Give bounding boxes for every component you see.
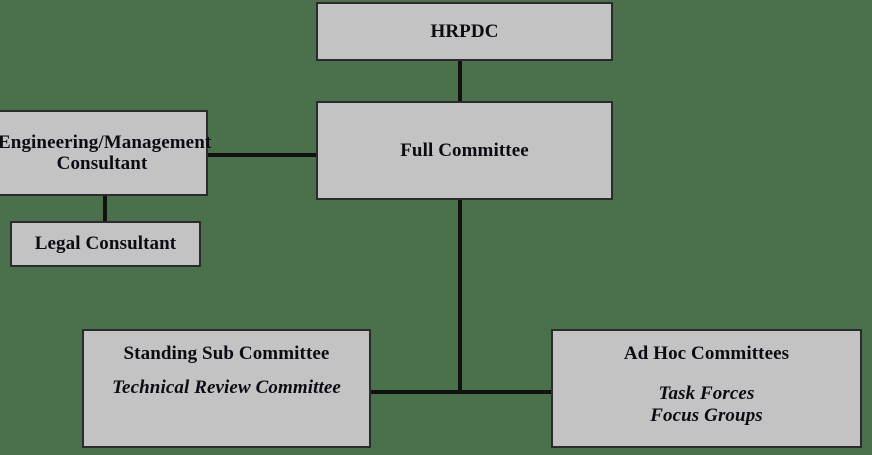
- node-ad-hoc-committees[interactable]: Ad Hoc Committees Task Forces Focus Grou…: [551, 329, 862, 448]
- node-hrpdc-title: HRPDC: [430, 20, 499, 42]
- node-ad-hoc-committees-title: Ad Hoc Committees: [623, 343, 790, 364]
- connector-engineering-consultant-to-full-committee: [205, 153, 319, 157]
- connector-standing-sub-to-ad-hoc: [369, 390, 553, 394]
- node-standing-sub-committee[interactable]: Standing Sub Committee Technical Review …: [82, 329, 371, 448]
- connector-engineering-consultant-to-legal-consultant: [103, 194, 107, 223]
- node-full-committee-title: Full Committee: [400, 139, 529, 161]
- node-standing-sub-committee-title: Standing Sub Committee: [123, 343, 330, 364]
- node-legal-consultant[interactable]: Legal Consultant: [10, 221, 201, 267]
- node-legal-consultant-title: Legal Consultant: [34, 233, 177, 255]
- node-hrpdc[interactable]: HRPDC: [316, 2, 613, 61]
- node-engineering-management-consultant[interactable]: Engineering/Management Consultant: [0, 110, 212, 196]
- connector-hrpdc-to-full-committee: [458, 59, 462, 103]
- node-ad-hoc-committees-subtitle: Task Forces Focus Groups: [650, 383, 763, 426]
- connector-full-committee-to-subcommittees: [458, 198, 462, 394]
- node-engineering-management-consultant-title: Engineering/Management Consultant: [0, 131, 212, 174]
- node-full-committee[interactable]: Full Committee: [316, 101, 613, 200]
- node-standing-sub-committee-subtitle: Technical Review Committee: [112, 377, 341, 399]
